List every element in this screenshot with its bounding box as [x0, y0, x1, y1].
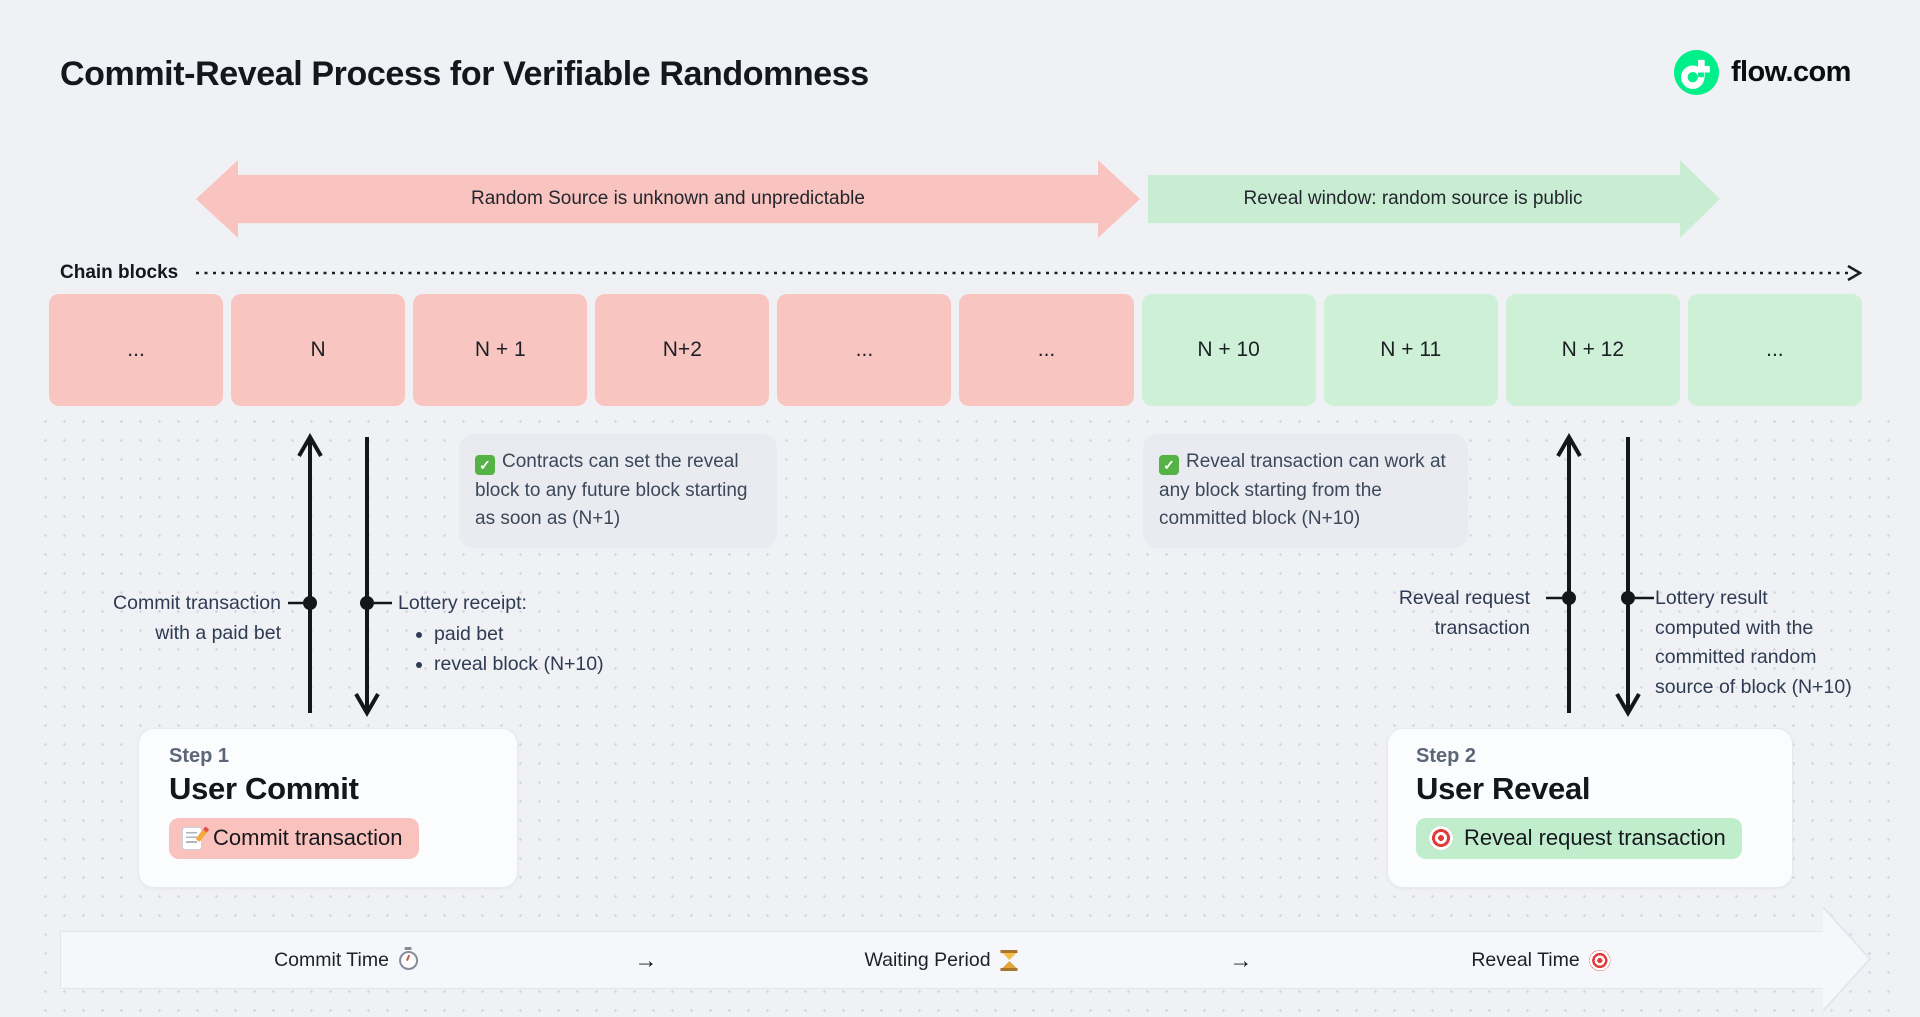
chain-block: N+2	[595, 294, 770, 406]
chain-block-label: N + 1	[474, 338, 526, 361]
commit-arrows	[288, 433, 392, 717]
reveal-arrows	[1546, 433, 1654, 717]
commit-phase-band: Random Source is unknown and unpredictab…	[196, 160, 1140, 238]
receipt-down-arrow	[354, 437, 392, 717]
dot-grid-background	[36, 412, 1898, 1012]
chain-block-label: ...	[855, 338, 874, 361]
commit-badge-label: Commit transaction	[213, 825, 403, 850]
timeline-item-label: →	[634, 946, 658, 973]
chain-block-label: ...	[1766, 338, 1784, 361]
step1-card: Step 1 User Commit Commit transaction	[138, 728, 518, 888]
timeline-item: →	[635, 932, 658, 988]
chain-block: ...	[49, 294, 224, 406]
lottery-receipt-title: Lottery receipt:	[398, 592, 527, 614]
chain-block: N + 11	[1323, 294, 1498, 406]
timeline-item-label: Waiting Period	[864, 948, 991, 971]
chain-blocks-label: Chain blocks	[60, 262, 179, 283]
lottery-receipt-item: paid bet	[434, 619, 604, 649]
brand-name: flow.com	[1731, 56, 1851, 88]
result-down-arrow	[1615, 437, 1654, 717]
target-icon	[1429, 826, 1453, 850]
memo-icon	[182, 826, 202, 850]
lottery-receipt-item: reveal block (N+10)	[434, 649, 604, 679]
step2-kicker: Step 2	[1416, 745, 1477, 767]
commit-note: ✓Contracts can set the reveal block to a…	[459, 434, 777, 548]
lottery-receipt-list: paid bet reveal block (N+10)	[434, 619, 604, 679]
step2-card: Step 2 User Reveal Reveal request transa…	[1387, 728, 1793, 888]
timeline-item-label: →	[1229, 946, 1253, 973]
lottery-result-label: Lottery result computed with the committ…	[1655, 587, 1852, 698]
reveal-request-label: Reveal request transaction	[1398, 587, 1530, 639]
commit-transaction-badge: Commit transaction	[169, 818, 419, 859]
chain-block: N + 12	[1505, 294, 1680, 406]
chain-block: ...	[777, 294, 952, 406]
step1-title: User Commit	[169, 771, 359, 806]
reveal-up-arrow	[1546, 433, 1582, 713]
reveal-request-badge: Reveal request transaction	[1416, 818, 1742, 859]
timeline-item-icon	[398, 950, 418, 970]
commit-up-arrow	[288, 433, 323, 713]
chain-block-label: N + 10	[1197, 338, 1260, 361]
commit-phase-band-label: Random Source is unknown and unpredictab…	[471, 188, 865, 209]
page-title: Commit-Reveal Process for Verifiable Ran…	[60, 55, 869, 93]
timeline-item-icon	[1000, 949, 1018, 971]
chain-block: N + 1	[413, 294, 588, 406]
chain-blocks-row: ... N N + 1 N+2 ... ... N + 10	[49, 294, 1862, 406]
timeline-arrowhead	[1822, 906, 1872, 1012]
commit-transaction-label: Commit transaction with a paid bet	[113, 592, 281, 644]
timeline-item-label: Commit Time	[274, 948, 389, 971]
commit-note-text: Contracts can set the reveal block to an…	[475, 451, 748, 529]
chain-block-label: ...	[1037, 338, 1056, 361]
chain-block: N + 10	[1141, 294, 1316, 406]
timeline-item: →	[1230, 932, 1253, 988]
chain-axis-arrow	[196, 264, 1863, 282]
timeline-item: Reveal Time	[1471, 932, 1611, 988]
reveal-note-text: Reveal transaction can work at any block…	[1159, 451, 1446, 529]
timeline-item: Commit Time	[274, 932, 418, 988]
step1-kicker: Step 1	[169, 745, 230, 767]
check-icon: ✓	[475, 455, 495, 475]
reveal-note: ✓Reveal transaction can work at any bloc…	[1143, 434, 1468, 548]
chain-block-label: N + 11	[1380, 338, 1442, 361]
check-icon: ✓	[1159, 455, 1179, 475]
timeline-bar: Commit Time → Waiting Period → Reveal Ti…	[60, 931, 1824, 989]
timeline-item: Waiting Period	[864, 932, 1018, 988]
reveal-phase-band: Reveal window: random source is public	[1148, 160, 1720, 238]
chain-block-label: N + 12	[1561, 338, 1625, 361]
flow-logo-icon	[1674, 50, 1719, 95]
chain-block-label: ...	[127, 338, 145, 361]
brand: flow.com	[1674, 50, 1851, 95]
chain-block: ...	[959, 294, 1134, 406]
reveal-badge-label: Reveal request transaction	[1464, 825, 1726, 850]
reveal-phase-band-label: Reveal window: random source is public	[1243, 188, 1583, 209]
timeline-item-label: Reveal Time	[1471, 948, 1580, 971]
chain-block-label: N+2	[662, 338, 702, 361]
step2-title: User Reveal	[1416, 771, 1591, 806]
chain-block-label: N	[310, 338, 326, 361]
timeline-item-icon	[1589, 949, 1611, 971]
chain-block: N	[231, 294, 406, 406]
chain-block: ...	[1687, 294, 1862, 406]
